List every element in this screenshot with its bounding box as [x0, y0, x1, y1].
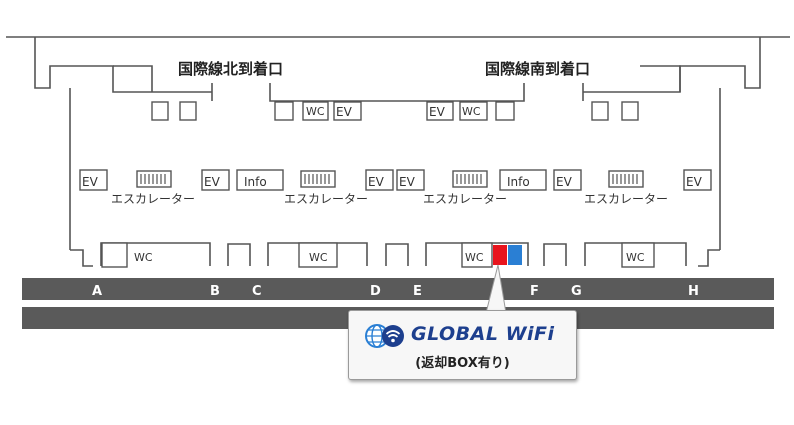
wc-label: WC [626, 251, 645, 264]
wifi-counter-blue [508, 245, 522, 265]
terminal-walls [6, 36, 790, 250]
ev-label: EV [82, 175, 99, 189]
global-wifi-callout[interactable]: GLOBAL WiFi (返却BOX有り) [348, 310, 577, 380]
ev-label: EV [336, 105, 353, 119]
escalator-label: エスカレーター [284, 192, 368, 206]
wc-label: WC [306, 105, 325, 118]
wc-label: WC [134, 251, 153, 264]
ev-label: EV [204, 175, 221, 189]
ev-label: EV [368, 175, 385, 189]
info-label: Info [244, 175, 267, 189]
global-wifi-brand: GLOBAL WiFi [411, 323, 555, 345]
ev-label: EV [429, 105, 446, 119]
wifi-counter-red [493, 245, 507, 265]
gate-d-label: D [370, 284, 381, 299]
gate-b-label: B [210, 284, 220, 299]
ev-label: EV [399, 175, 416, 189]
north-arrival-label: 国際線北到着口 [178, 60, 283, 78]
wc-label: WC [465, 251, 484, 264]
gate-c-label: C [252, 284, 262, 299]
gate-h-label: H [688, 284, 699, 299]
info-label: Info [507, 175, 530, 189]
escalator-icon [136, 170, 172, 188]
gate-e-label: E [413, 284, 422, 299]
gate-f-label: F [530, 284, 539, 299]
escalator-icon [300, 170, 336, 188]
ev-label: EV [556, 175, 573, 189]
return-box-note: (返却BOX有り) [415, 356, 510, 371]
global-wifi-logo [365, 324, 404, 348]
escalator-label: エスカレーター [423, 192, 507, 206]
upper-rooms [151, 101, 639, 121]
road-upper [22, 278, 774, 300]
south-arrival-label: 国際線南到着口 [485, 60, 590, 78]
wc-label: WC [462, 105, 481, 118]
escalator-label: エスカレーター [584, 192, 668, 206]
gate-a-label: A [92, 284, 102, 299]
middle-boxes [79, 169, 712, 191]
escalator-icon [452, 170, 488, 188]
escalator-icon [608, 170, 644, 188]
wifi-icon [382, 325, 404, 347]
escalator-label: エスカレーター [111, 192, 195, 206]
lower-counters [70, 242, 720, 268]
wc-label: WC [309, 251, 328, 264]
ev-label: EV [686, 175, 703, 189]
gate-g-label: G [571, 284, 582, 299]
